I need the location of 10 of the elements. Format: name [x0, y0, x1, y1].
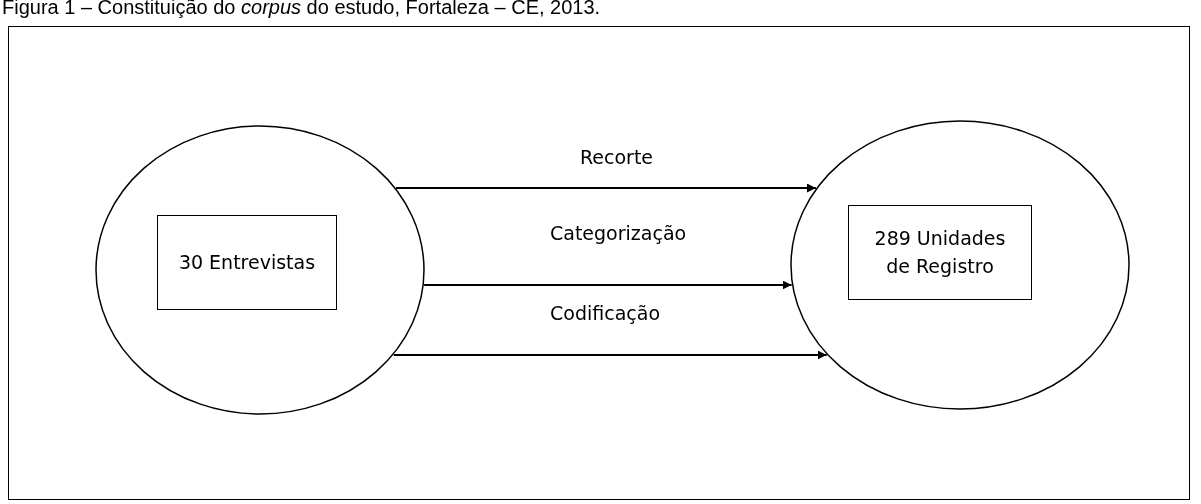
arrow: [423, 280, 793, 290]
ellipse-outline: [95, 125, 425, 415]
figure-caption: Figura 1 – Constituição do corpus do estudo, Fortaleza – CE, 2013.: [2, 0, 601, 19]
edge-label: Categorização: [548, 222, 689, 244]
ellipse-outline: [790, 120, 1130, 410]
edge-label: Codificação: [548, 302, 662, 324]
arrow: [395, 183, 817, 193]
text-box: 30 Entrevistas: [157, 215, 337, 310]
arrow: [392, 350, 828, 360]
text-box: 289 Unidades de Registro: [848, 205, 1032, 300]
